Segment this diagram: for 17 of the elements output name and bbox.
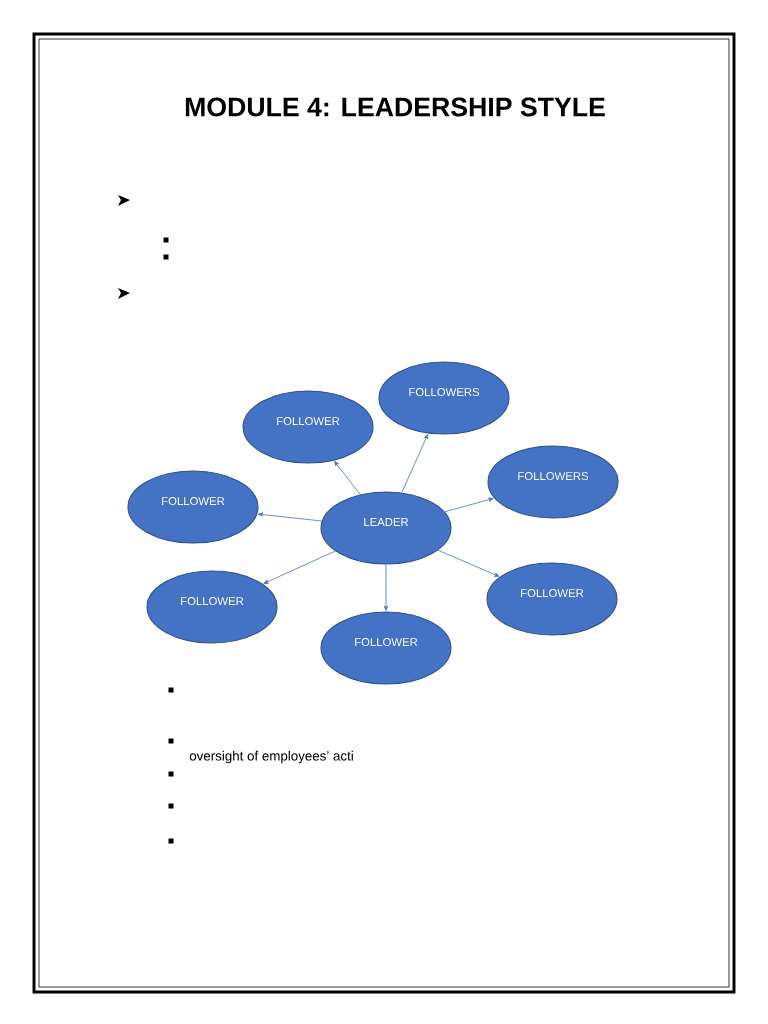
- ellipse-node: FOLLOWERS: [487, 445, 619, 519]
- arrow: [444, 497, 494, 513]
- ellipse-node: FOLLOWERS: [378, 361, 510, 435]
- body-text: oversight of employees’ acti: [189, 750, 353, 764]
- arrow: [401, 434, 429, 493]
- arrow: [437, 549, 500, 577]
- ellipse-node: LEADER: [320, 491, 452, 565]
- ellipse-node: FOLLOWER: [127, 470, 259, 544]
- arrow: [263, 550, 336, 584]
- ellipse-node: FOLLOWER: [242, 390, 374, 464]
- ellipse-node: FOLLOWER: [486, 562, 618, 636]
- arrow: [258, 512, 323, 522]
- ellipse-node: FOLLOWER: [320, 611, 452, 685]
- arrow: [383, 564, 389, 611]
- title: MODULE 4: LEADERSHIP STYLE: [185, 97, 605, 117]
- arrow: [334, 461, 361, 495]
- ellipse-node: FOLLOWER: [146, 570, 278, 644]
